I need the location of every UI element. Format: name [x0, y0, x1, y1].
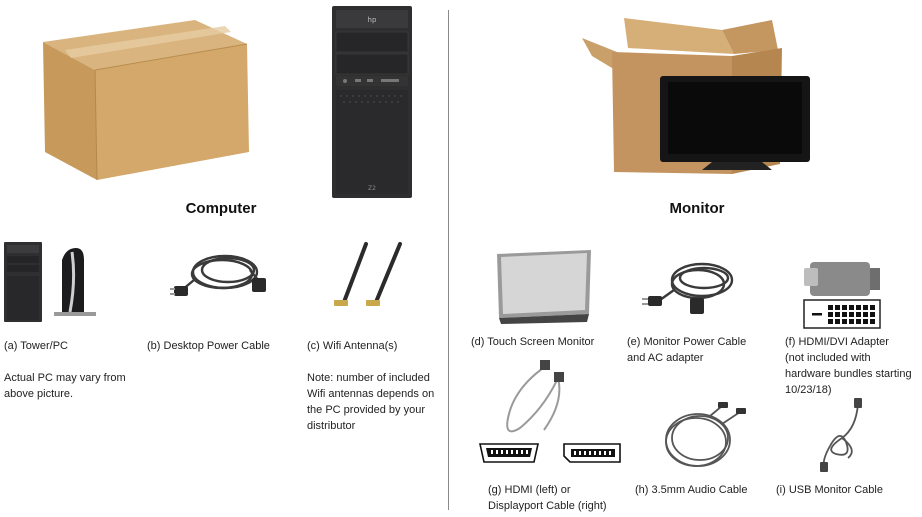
tower-pc-note: Actual PC may vary from above picture. — [4, 372, 126, 400]
svg-text:Z2: Z2 — [368, 185, 376, 192]
hdmi-displayport-cable-label-2: Displayport Cable (right) — [488, 500, 607, 512]
computer-heading: Computer — [185, 200, 257, 217]
desktop-power-cable-image — [170, 240, 270, 310]
tower-pc-label: (a) Tower/PC — [4, 340, 68, 352]
hdmi-dvi-adapter-image — [800, 254, 884, 330]
touch-screen-monitor-label: (d) Touch Screen Monitor — [471, 336, 595, 348]
monitor-power-cable-label-2: and AC adapter — [627, 352, 704, 364]
hdmi-displayport-cable-label-1: (g) HDMI (left) or — [488, 484, 571, 496]
hdmi-dvi-adapter-label-3: hardware bundles starting — [785, 368, 912, 380]
hdmi-dvi-adapter-label-1: (f) HDMI/DVI Adapter — [785, 336, 889, 348]
computer-box-image — [35, 12, 255, 182]
monitor-heading: Monitor — [669, 200, 725, 217]
usb-monitor-cable-image — [812, 398, 872, 472]
monitor-power-cable-image — [640, 250, 740, 322]
wifi-antenna-image — [332, 240, 412, 315]
hdmi-displayport-cable-image — [474, 358, 624, 470]
audio-cable-image — [660, 400, 750, 474]
hdmi-dvi-adapter-label-4: 10/23/18) — [785, 384, 832, 396]
desktop-power-cable-label: (b) Desktop Power Cable — [147, 340, 270, 352]
section-divider — [448, 10, 449, 510]
monitor-power-cable-label-1: (e) Monitor Power Cable — [627, 336, 747, 348]
hdmi-dvi-adapter-label-2: (not included with — [785, 352, 871, 364]
touch-screen-monitor-image — [495, 248, 595, 326]
wifi-antenna-label: (c) Wifi Antenna(s) — [307, 340, 398, 352]
monitor-box-image — [582, 14, 814, 190]
tower-pc-image: hp Z2 — [331, 6, 413, 198]
tower-pc-small-image — [4, 240, 100, 324]
audio-cable-label: (h) 3.5mm Audio Cable — [635, 484, 748, 496]
svg-text:hp: hp — [368, 16, 377, 24]
usb-monitor-cable-label: (i) USB Monitor Cable — [776, 484, 883, 496]
wifi-antenna-note: Note: number of included Wifi antennas d… — [307, 372, 435, 432]
